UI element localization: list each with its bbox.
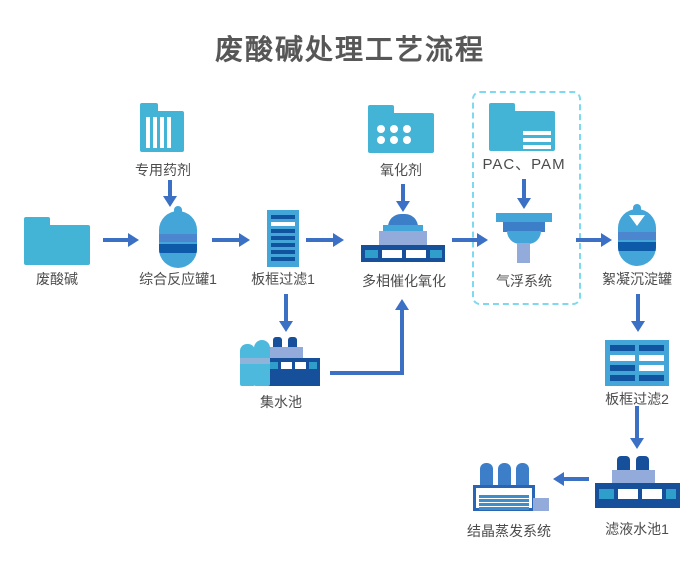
collection-pool-label: 集水池 bbox=[260, 394, 302, 410]
plate-filter-2-icon bbox=[605, 340, 669, 386]
arrow-oxidizer-to-oxidation bbox=[396, 184, 410, 212]
arrow-chemicals-to-tank bbox=[163, 180, 177, 207]
plate-filter-1-icon bbox=[267, 210, 299, 267]
special-chemicals-label: 专用药剂 bbox=[135, 162, 191, 178]
arrow-flotation-to-floctank bbox=[576, 233, 612, 247]
reaction-tank-label: 综合反应罐1 bbox=[139, 271, 217, 287]
evaporation-system-icon bbox=[473, 463, 549, 511]
arrow-filtrate-to-evaporation bbox=[553, 472, 589, 486]
waste-acid-folder-icon bbox=[24, 217, 90, 265]
collection-pool-icon bbox=[240, 337, 320, 386]
arrow-filter1-to-oxidation bbox=[306, 233, 344, 247]
pac-pam-label: PAC、PAM bbox=[482, 156, 566, 173]
catalytic-oxidation-label: 多相催化氧化 bbox=[362, 273, 446, 289]
arrow-oxidation-to-flotation bbox=[452, 233, 488, 247]
waste-acid-label: 废酸碱 bbox=[36, 271, 78, 287]
reaction-tank-icon bbox=[159, 206, 197, 268]
arrow-tank-to-filter1 bbox=[212, 233, 250, 247]
arrow-floctank-to-filter2 bbox=[631, 294, 645, 332]
floc-tank-icon bbox=[618, 204, 656, 266]
oxidizer-folder-icon bbox=[368, 105, 434, 153]
arrow-waste-to-tank bbox=[103, 233, 139, 247]
arrow-filter1-to-pool bbox=[279, 294, 293, 332]
evaporation-label: 结晶蒸发系统 bbox=[467, 523, 551, 539]
arrow-filter2-to-filtrate bbox=[630, 406, 644, 449]
filtrate-pool-icon bbox=[595, 456, 680, 508]
flotation-group-outline bbox=[472, 91, 581, 305]
special-chemicals-folder-icon bbox=[140, 103, 184, 152]
pac-pam-folder-icon bbox=[489, 103, 555, 151]
diagram-title: 废酸碱处理工艺流程 bbox=[214, 34, 486, 65]
arrow-pacpam-to-flotation bbox=[517, 179, 531, 209]
plate-filter-1-label: 板框过滤1 bbox=[251, 271, 315, 287]
plate-filter-2-label: 板框过滤2 bbox=[605, 391, 669, 407]
filtrate-pool-label: 滤液水池1 bbox=[605, 521, 669, 537]
air-flotation-label: 气浮系统 bbox=[496, 273, 552, 289]
floc-tank-label: 絮凝沉淀罐 bbox=[602, 271, 672, 287]
oxidizer-label: 氧化剂 bbox=[380, 162, 422, 178]
